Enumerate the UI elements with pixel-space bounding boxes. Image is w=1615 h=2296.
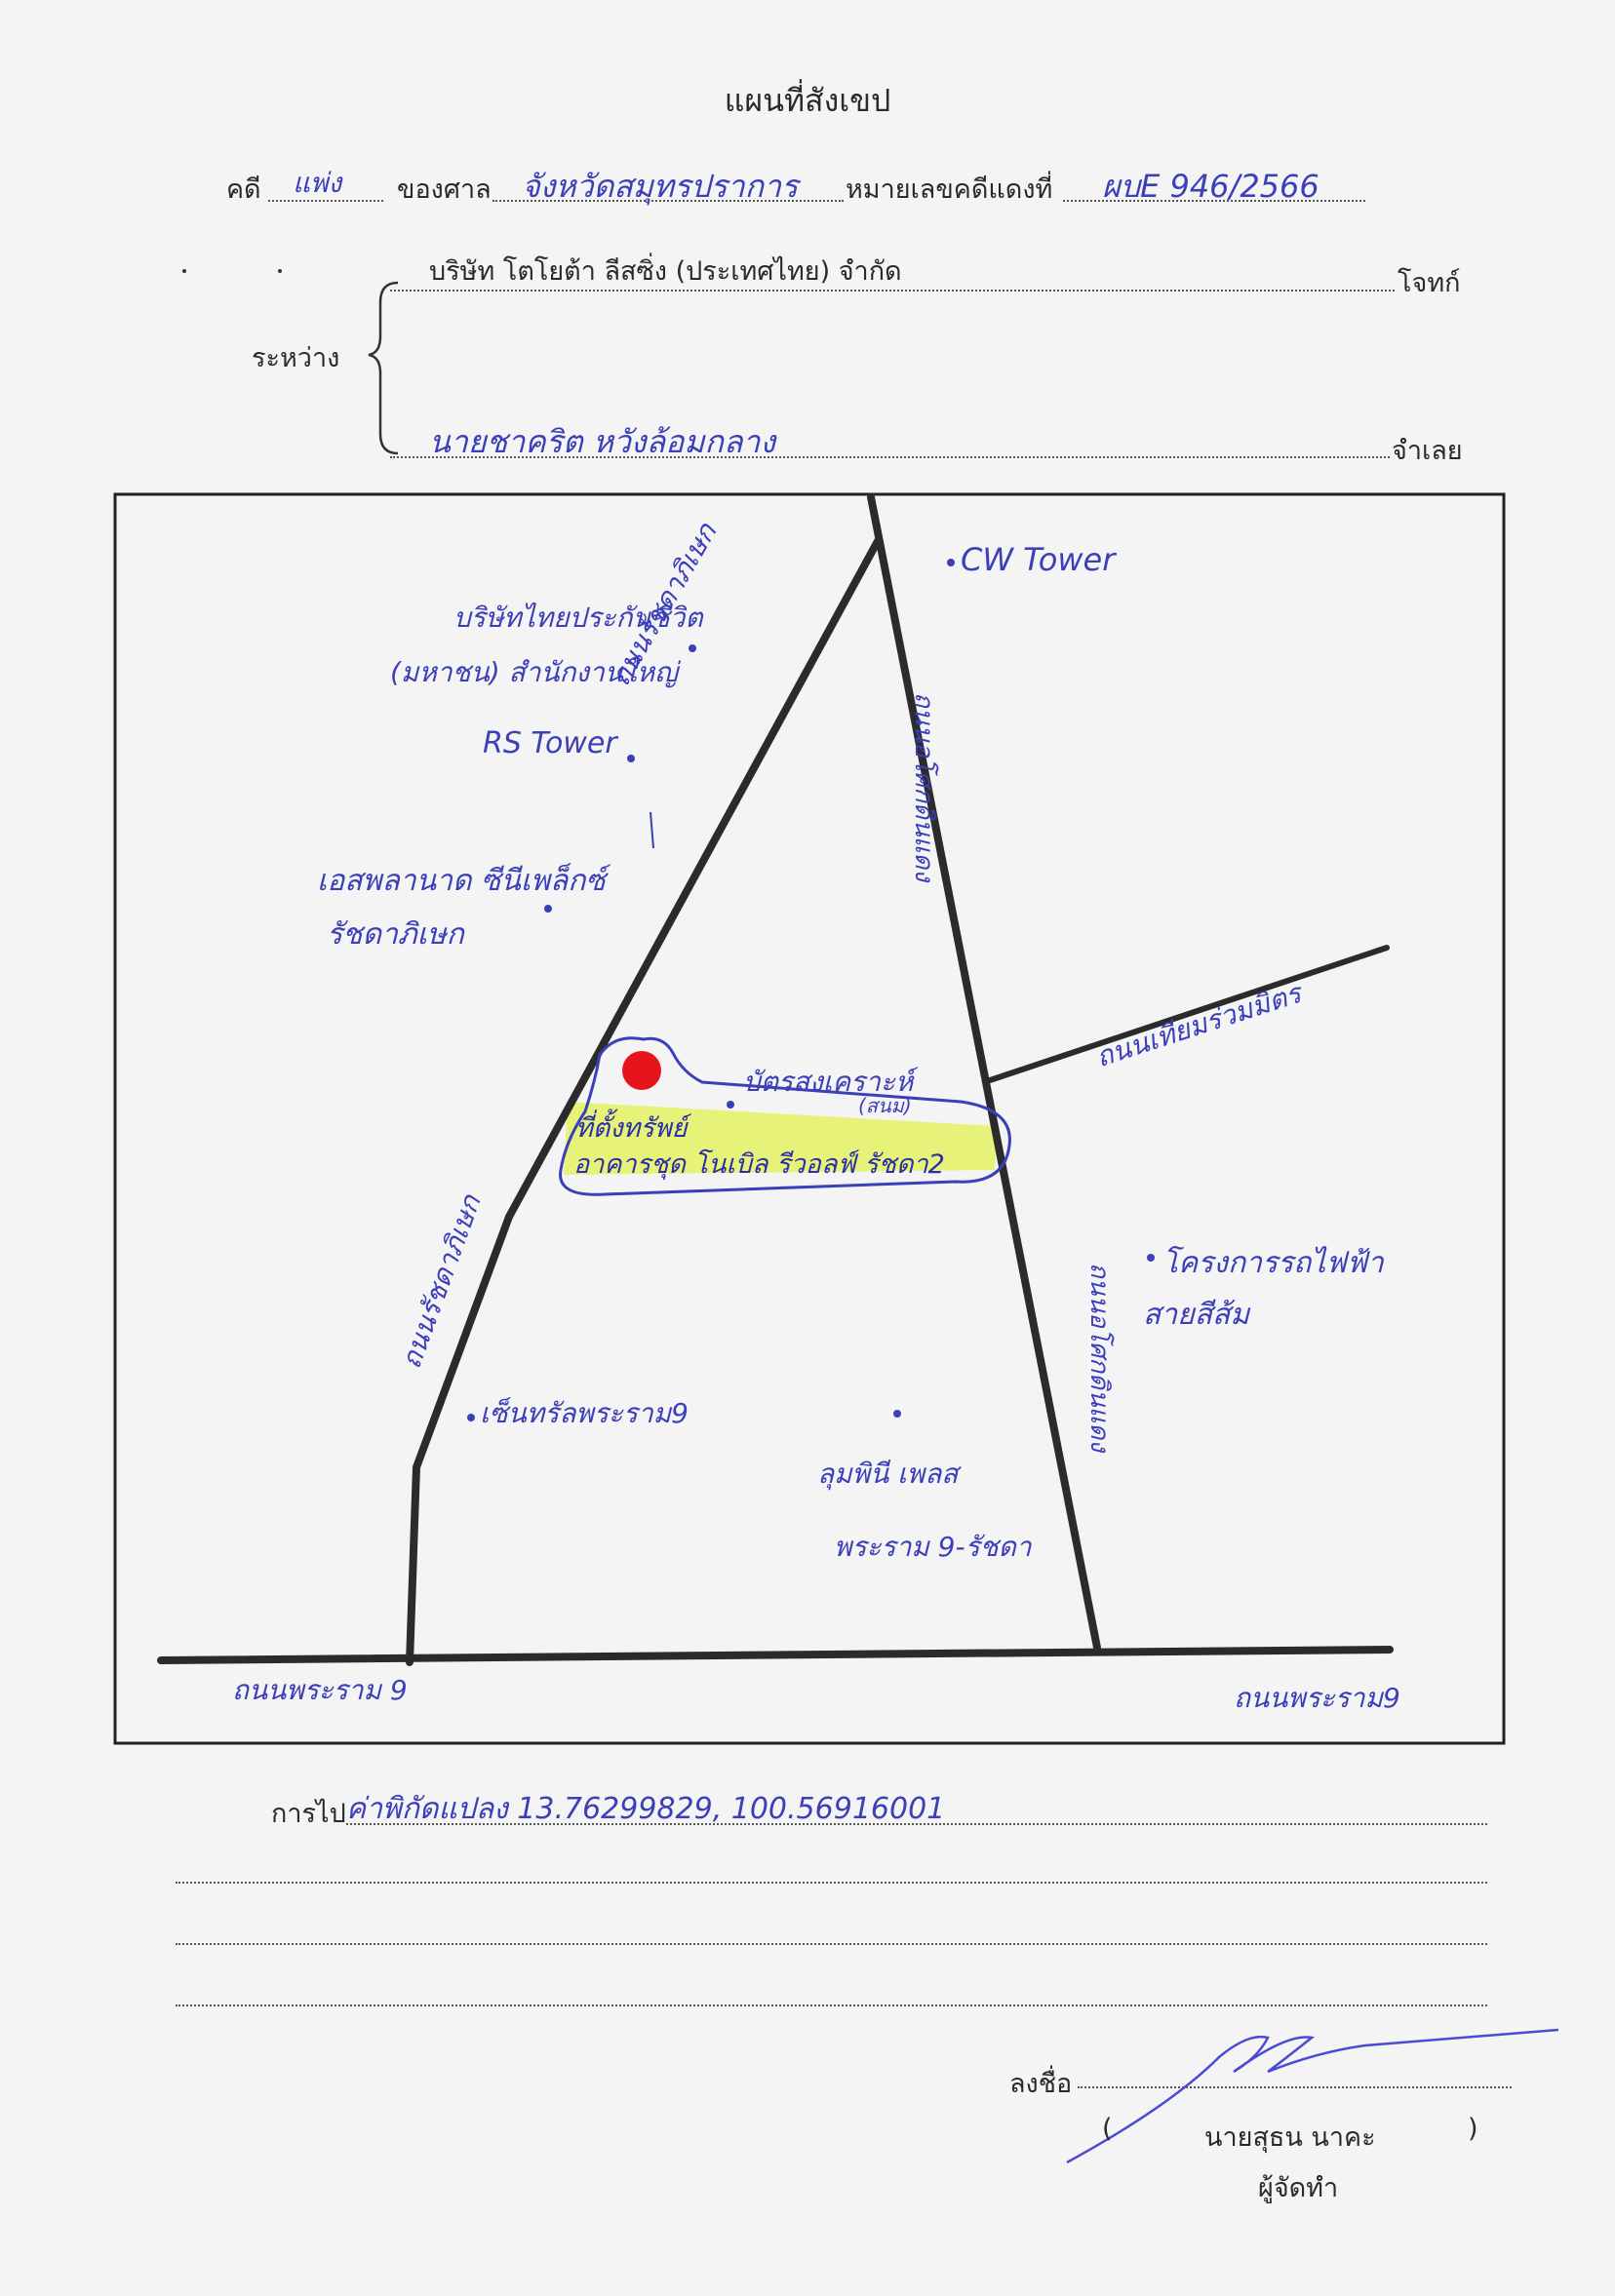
road-line-rama9 [157,1646,1394,1664]
signer-role: ผู้จัดทำ [1258,2173,1339,2203]
lumphini-dot [893,1410,901,1418]
label-thai-life-line2: (มหาชน) สำนักงานใหญ่ [390,656,678,688]
orange-line-dot [1147,1254,1155,1262]
label-cw-tower: CW Tower [961,541,1116,578]
case-number-dots [1063,200,1365,202]
label-social-welfare-line2: (สนม) [858,1094,912,1117]
case-type-dots [268,200,383,202]
esplanade-dot [544,905,552,913]
label-lumphini-line1: ลุมพินี เพลส [817,1458,959,1490]
rs-tower-dot [627,755,635,762]
court-label: ของศาล [397,175,492,205]
defendant-dots [390,456,1390,458]
label-social-welfare-line1: บัตรสงเคราะห์ [743,1066,914,1098]
party-bracket [368,281,399,455]
central-dot [467,1414,475,1421]
between-label: ระหว่าง [252,343,340,373]
plaintiff-label: โจทก์ [1398,268,1461,298]
road-label-asoke-lower: ถนนอโศกดินแดง [1084,1263,1114,1453]
label-central-rama9: เซ็นทรัลพระราม9 [480,1397,689,1429]
road-line-ratchada-upper [505,537,882,1221]
stray-mark [182,269,186,273]
label-lumphini-line2: พระราม 9-รัชดา [834,1531,1032,1563]
label-orange-line-line2: สายสีส้ม [1143,1298,1250,1332]
plaintiff-dots [390,290,1395,292]
signer-close-paren: ) [1468,2114,1478,2144]
cw-tower-dot [947,559,955,566]
label-rs-tower: RS Tower [483,726,617,760]
blank-line [176,1943,1487,1945]
map-frame [113,492,1506,1745]
defendant-label: จำเลย [1392,436,1463,466]
case-type-value: แพ่ง [293,167,342,199]
blank-line [176,1882,1487,1884]
property-marker [622,1051,661,1090]
signature-scribble [1066,2028,1559,2164]
property-outline [559,1036,1011,1196]
social-welfare-dot [727,1101,734,1109]
thai-life-dot [689,644,696,652]
blank-line [176,2004,1487,2006]
label-property-line2: อาคารชุด โนเบิล รีวอลฟ์ รัชดา2 [573,1149,945,1180]
directions-dots [346,1823,1487,1825]
plaintiff-name: บริษัท โตโยต้า ลีสซิ่ง (ประเทศไทย) จำกัด [429,256,902,287]
pen-stroke [650,811,654,849]
signer-open-paren: ( [1102,2114,1113,2144]
page-title: แผนที่สังเขป [724,82,891,119]
label-esplanade-line1: เอสพลานาด ซีนีเพล็กซ์ [317,864,606,898]
stray-mark [278,269,282,273]
case-type-label: คดี [226,175,261,205]
road-line-asoke [867,493,1101,1652]
court-dots [492,200,844,202]
signature-dots [1078,2086,1512,2088]
directions-value: ค่าพิกัดแปลง 13.76299829, 100.56916001 [346,1792,946,1826]
label-property-line1: ที่ตั้งทรัพย์ [575,1113,688,1144]
defendant-name: นายชาคริต หวังล้อมกลาง [429,423,776,460]
road-line-ratchada-lower [406,1213,513,1666]
label-esplanade-line2: รัชดาภิเษก [327,917,464,952]
label-orange-line-line1: โครงการรถไฟฟ้า [1162,1246,1384,1280]
signer-name: นายสุธน นาคะ [1204,2122,1376,2153]
directions-label: การไป [271,1799,346,1829]
court-value: จังหวัดสมุทรปราการ [522,168,799,205]
signature-label: ลงชื่อ [1009,2069,1073,2099]
road-label-asoke-upper: ถนนอโศกดินแดง [909,692,938,882]
road-line-thiam-ruam-mit [987,945,1390,1083]
case-number-label: หมายเลขคดีแดงที่ [846,175,1053,205]
road-label-rama9-right: ถนนพระราม9 [1234,1682,1400,1714]
property-highlight [564,1102,997,1175]
label-thai-life-line1: บริษัทไทยประกันชีวิต [453,602,703,634]
road-label-rama9-left: ถนนพระราม 9 [232,1674,408,1706]
case-number-value: ผบE 946/2566 [1102,168,1320,205]
